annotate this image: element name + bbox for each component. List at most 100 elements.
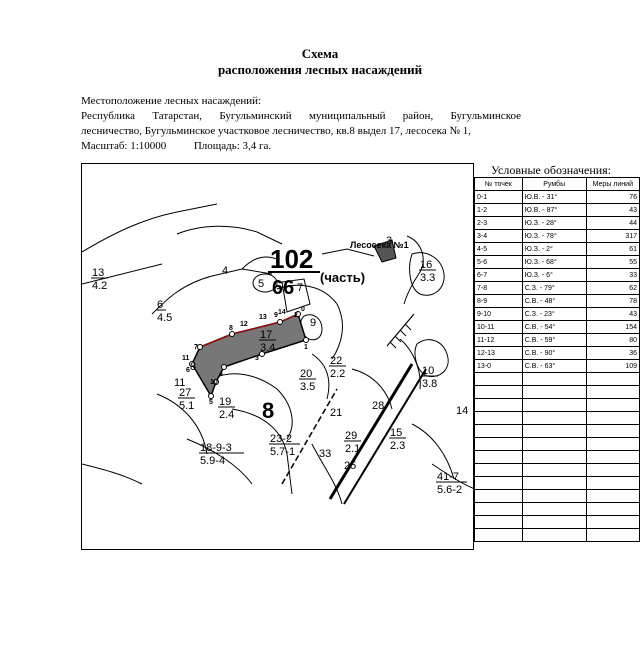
boundary-line	[151, 268, 273, 315]
plot-stock: 2.1	[345, 443, 360, 455]
cut-area-edge	[199, 313, 299, 348]
cell-points: 2-3	[474, 216, 523, 230]
table-row-empty	[474, 372, 640, 386]
plot-number: 10	[422, 365, 434, 377]
cell-points: 5-6	[474, 255, 523, 269]
plot-stock: 5.1	[179, 400, 194, 412]
plot-number: 6	[157, 299, 163, 311]
cell-points: 6-7	[474, 268, 523, 282]
cell-bearing: Ю.В. - 87°	[521, 203, 587, 217]
cell-empty	[521, 463, 587, 477]
survey-point-number: 9	[274, 312, 278, 319]
cell-empty	[474, 450, 523, 464]
cell-empty	[585, 411, 640, 425]
table-row-empty	[474, 476, 640, 490]
cell-empty	[474, 437, 523, 451]
cell-length: 43	[585, 307, 640, 321]
cell-points: 0-1	[474, 190, 523, 204]
col-header-points: № точек	[474, 177, 523, 191]
cell-length: 154	[585, 320, 640, 334]
plot-stock: 3.4	[260, 342, 275, 354]
cell-bearing: С.В. - 48°	[521, 294, 587, 308]
cell-empty	[521, 528, 587, 542]
boundary-line	[211, 373, 293, 440]
plot-number: 21	[330, 407, 342, 419]
cell-empty	[474, 476, 523, 490]
cell-empty	[521, 411, 587, 425]
survey-point-number: 1	[304, 344, 308, 351]
plot-16-outline	[409, 252, 445, 296]
cell-empty	[521, 502, 587, 516]
plot-number: 3	[386, 235, 392, 247]
survey-point-number: 4	[219, 371, 223, 378]
cell-empty	[585, 424, 640, 438]
plot-stock: 3.8	[422, 378, 437, 390]
cell-points: 13-0	[474, 359, 523, 373]
plot-stock: 3.5	[300, 381, 315, 393]
boundary-line	[176, 225, 283, 245]
plot-stock: 4.5	[157, 312, 172, 324]
plot-5-outline	[252, 273, 278, 293]
table-header-row: № точек Румбы Меры линий	[474, 177, 640, 191]
cell-length: 43	[585, 203, 640, 217]
survey-point-number: 6	[186, 367, 190, 374]
dashed-line	[281, 388, 338, 485]
cell-points: 1-2	[474, 203, 523, 217]
forest-map: 102 66 (часть) Лесосека №1 8 134.24564.5…	[82, 203, 473, 505]
plot-number: 4	[222, 265, 228, 277]
cell-length: 80	[585, 333, 640, 347]
plot-number: 29	[345, 430, 357, 442]
plot-stock: 4.2	[92, 280, 107, 292]
survey-point-number: 10	[210, 379, 218, 386]
plot-number: 41-7	[437, 471, 459, 483]
scale-area-line: Масштаб: 1:10000 Площадь: 3,4 га.	[81, 139, 521, 154]
cell-empty	[585, 385, 640, 399]
plot-stock: 2.4	[219, 409, 234, 421]
cell-empty	[585, 528, 640, 542]
cell-points: 11-12	[474, 333, 523, 347]
table-row-empty	[474, 424, 640, 438]
survey-point-number: 14	[278, 309, 286, 316]
cell-bearing: Ю.З. - 78°	[521, 229, 587, 243]
cell-bearing: С.З. - 79°	[521, 281, 587, 295]
plot-number: 14	[456, 405, 468, 417]
cell-empty	[521, 515, 587, 529]
cell-points: 8-9	[474, 294, 523, 308]
cell-length: 33	[585, 268, 640, 282]
table-row-empty	[474, 437, 640, 451]
cell-bearing: С.В. - 54°	[521, 320, 587, 334]
cell-length: 317	[585, 229, 640, 243]
plot-10-outline	[414, 339, 449, 378]
cell-points: 7-8	[474, 281, 523, 295]
table-row-empty	[474, 515, 640, 529]
cell-empty	[585, 463, 640, 477]
boundary-line	[82, 263, 163, 285]
cell-bearing: Ю.В. - 31°	[521, 190, 587, 204]
boundary-line	[431, 463, 473, 489]
cell-length: 62	[585, 281, 640, 295]
plot-number: 16	[420, 259, 432, 271]
plot-stock: 5.7-1	[270, 446, 295, 458]
cell-empty	[521, 385, 587, 399]
table-row-empty	[474, 385, 640, 399]
cell-empty	[585, 502, 640, 516]
survey-point-number: 8	[229, 325, 233, 332]
plot-number: 9	[310, 317, 316, 329]
boundary-line	[186, 438, 253, 485]
boundary-line	[276, 284, 343, 360]
plot-stock: 5.6-2	[437, 484, 462, 496]
road-line	[328, 363, 414, 500]
plot-number: 22	[330, 355, 342, 367]
legend-title: Условные обозначения:	[491, 163, 612, 177]
table-row-empty	[474, 463, 640, 477]
survey-point-number: 11	[182, 355, 190, 362]
boundary-line	[321, 248, 375, 257]
cell-points: 12-13	[474, 346, 523, 360]
cell-empty	[474, 528, 523, 542]
